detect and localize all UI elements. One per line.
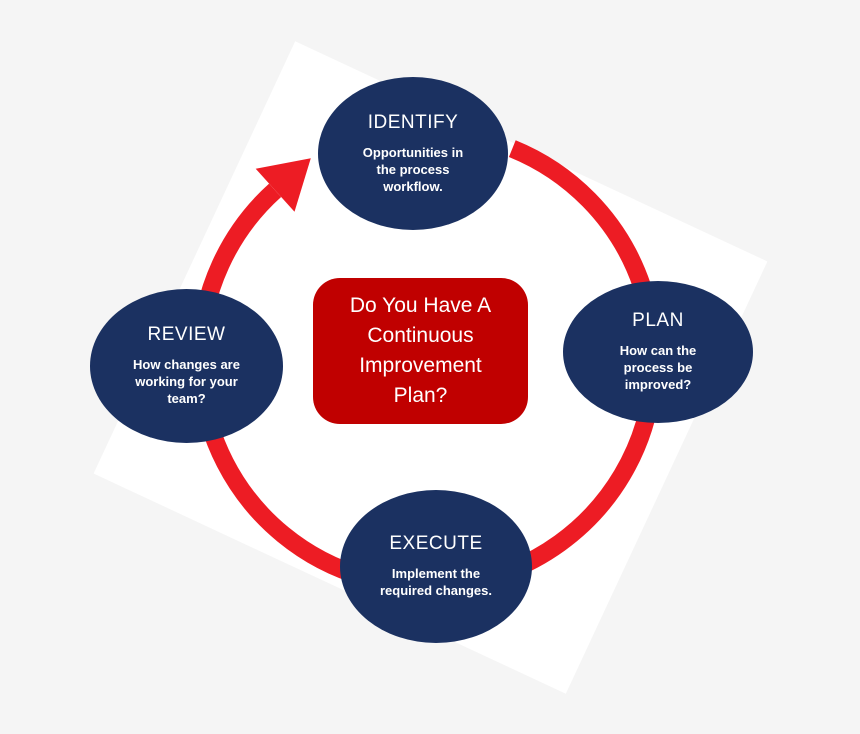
text-line: team? [167, 391, 206, 406]
step-execute: EXECUTE Implement the required changes. [340, 490, 532, 643]
text-line: How changes are [133, 357, 240, 372]
step-identify-description: Opportunities in the process workflow. [363, 144, 463, 195]
center-question-box: Do You Have A Continuous Improvement Pla… [313, 278, 528, 424]
text-line: working for your [135, 374, 238, 389]
step-execute-title: EXECUTE [389, 533, 483, 554]
text-line: Opportunities in [362, 144, 464, 160]
step-execute-description: Implement the required changes. [380, 565, 492, 599]
text-line: Plan? [393, 384, 448, 407]
step-plan-title: PLAN [632, 310, 684, 331]
step-plan-description: How can the process be improved? [620, 342, 697, 393]
text-line: Continuous [367, 324, 474, 347]
step-review: REVIEW How changes are working for your … [90, 289, 283, 443]
text-line: workflow. [383, 178, 443, 194]
text-line: the process [376, 161, 450, 177]
step-identify: IDENTIFY Opportunities in the process wo… [318, 77, 508, 230]
cycle-arrow-head-icon [255, 158, 311, 212]
text-line: How can the [619, 343, 697, 358]
step-review-description: How changes are working for your team? [133, 356, 240, 407]
text-line: required changes. [380, 583, 492, 598]
text-line: Implement the [391, 566, 481, 581]
step-plan: PLAN How can the process be improved? [563, 281, 753, 423]
text-line: Improvement [359, 354, 482, 377]
text-line: improved? [624, 377, 692, 392]
step-review-title: REVIEW [147, 324, 226, 345]
step-identify-title: IDENTIFY [367, 111, 459, 133]
text-line: process be [623, 360, 693, 375]
text-line: Do You Have A [349, 294, 492, 317]
